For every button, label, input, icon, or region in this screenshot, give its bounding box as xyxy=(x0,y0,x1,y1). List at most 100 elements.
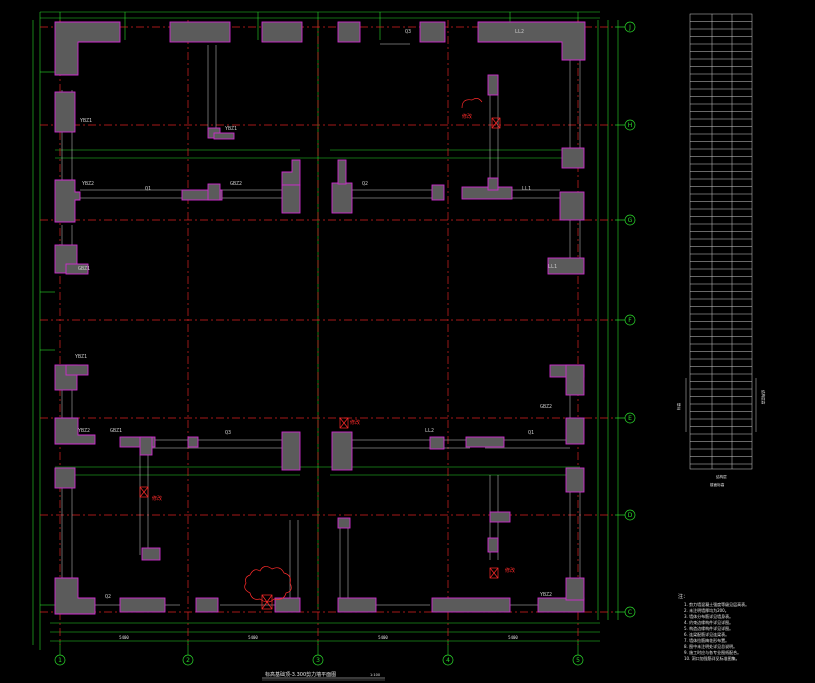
note-line: 1. 剪力墙混凝土强度等级见层高表。 xyxy=(684,601,749,607)
wall-2E-left-stub xyxy=(119,436,156,448)
wall-4G xyxy=(461,186,513,200)
axis-bubble-F xyxy=(624,314,636,326)
wall-2G-left xyxy=(181,189,223,201)
wall-2D-low xyxy=(141,547,161,561)
wall-2C-right xyxy=(195,597,219,613)
table-caption-2: 楼面标高 xyxy=(710,482,725,487)
wall-2E-mid xyxy=(187,436,199,448)
table-caption-1: 结构层 xyxy=(716,474,727,479)
wall-tag: GBZ1 xyxy=(110,428,122,434)
note-line: 3. 墙体分布筋详见墙身表。 xyxy=(684,613,733,619)
axis-label-D: D xyxy=(628,512,633,519)
wall-5E xyxy=(565,417,585,445)
axis-label-H: H xyxy=(628,122,633,129)
dim-bay-3: 5400 xyxy=(378,635,388,640)
axis-label-5: 5 xyxy=(576,657,580,664)
axis-grid xyxy=(40,20,615,645)
shear-walls xyxy=(54,21,586,615)
wall-tag: LL1 xyxy=(522,186,531,192)
wall-tag: LL1 xyxy=(548,264,557,270)
wall-5C xyxy=(537,597,585,613)
wall-3G-left xyxy=(331,182,353,214)
wall-tag: GBZ1 xyxy=(78,266,90,272)
wall-tag: Q1 xyxy=(145,186,151,192)
dim-bay-2: 5400 xyxy=(248,635,258,640)
axis-bubble-E xyxy=(624,412,636,424)
right-axis-bubbles xyxy=(615,21,636,618)
wall-5C-v xyxy=(565,577,585,601)
axis-label-2: 2 xyxy=(186,657,190,664)
bottom-dimensions: 5400 5400 5400 5400 xyxy=(119,635,518,640)
bottom-axis-bubbles xyxy=(54,654,584,666)
dimension-lines xyxy=(32,11,619,655)
wall-5G xyxy=(559,191,585,221)
notes-heading: 注： xyxy=(678,593,688,600)
wall-1G-lower-flange xyxy=(65,263,89,275)
wall-3J-left xyxy=(337,21,361,43)
wall-1E xyxy=(54,417,96,445)
wall-1D xyxy=(54,467,76,489)
wall-tag: LL2 xyxy=(425,428,434,434)
wall-1G xyxy=(54,179,81,223)
wall-2G-right xyxy=(281,184,301,214)
axis-bubble-2 xyxy=(182,654,194,666)
drawing-title-block: 标高基础顶-3.300剪力墙平面图 1:100 xyxy=(262,671,385,681)
axis-label-C: C xyxy=(628,609,632,616)
wall-2G-right-top xyxy=(281,159,301,186)
axis-bubble-H xyxy=(624,119,636,131)
wall-1E-upper-flange xyxy=(65,364,89,376)
axis-label-G: G xyxy=(628,217,633,224)
wall-tag: YBZ2 xyxy=(78,428,90,434)
wall-2G-stub xyxy=(207,183,221,201)
wall-tag: Q2 xyxy=(105,594,111,600)
wall-5D xyxy=(565,467,585,493)
axis-bubble-J xyxy=(624,21,636,33)
axis-bubble-4 xyxy=(442,654,454,666)
axis-label-4: 4 xyxy=(446,657,450,664)
axis-bubble-D xyxy=(624,509,636,521)
drawing-scale: 1:100 xyxy=(370,673,380,677)
note-line: 4. 约束边缘构件详见详图。 xyxy=(684,619,733,625)
axis-label-1: 1 xyxy=(58,657,62,664)
axis-bubble-1 xyxy=(54,654,66,666)
note-line: 5. 构造边缘构件详见详图。 xyxy=(684,625,733,631)
wall-tag: GBZ2 xyxy=(540,404,552,410)
right-axis-labels: J H G F E D C xyxy=(628,24,633,616)
wall-tag: Q3 xyxy=(405,29,411,35)
wall-1-upper xyxy=(54,91,76,133)
wall-4E xyxy=(465,436,505,448)
notes-block: 注： 1. 剪力墙混凝土强度等级见层高表。 2. 未注明墙厚均为200。 3. … xyxy=(678,593,749,661)
wall-tag: YBZ1 xyxy=(75,354,87,360)
revision-note: 修改 xyxy=(462,113,472,120)
wall-2E-right xyxy=(281,431,301,471)
floor-height-table xyxy=(685,13,757,470)
wall-tag: GBZ2 xyxy=(230,181,242,187)
wall-tag: Q1 xyxy=(528,430,534,436)
wall-corner-5J xyxy=(477,21,586,61)
revision-marks xyxy=(139,98,501,610)
axis-label-3: 3 xyxy=(316,657,320,664)
note-line: 6. 连梁配筋详见连梁表。 xyxy=(684,631,729,637)
wall-corner-1C xyxy=(54,577,96,615)
wall-2H-flange xyxy=(213,132,235,140)
wall-4H-upper xyxy=(487,74,499,96)
wall-2J-right xyxy=(261,21,303,43)
wall-4D-stub xyxy=(489,511,511,523)
wall-tag: YBZ2 xyxy=(540,592,552,598)
wall-4G-stub xyxy=(487,177,499,191)
axis-label-J: J xyxy=(628,24,631,31)
table-label-height: 结构层高 xyxy=(761,390,766,405)
wall-3J-right xyxy=(419,21,446,43)
wall-corner-1J xyxy=(54,21,121,76)
wall-tag: Q2 xyxy=(362,181,368,187)
wall-tag: YBZ1 xyxy=(80,118,92,124)
axis-bubble-G xyxy=(624,214,636,226)
wall-5G-lower xyxy=(547,257,585,275)
revision-note: 修改 xyxy=(350,419,360,426)
wall-tag: YBZ2 xyxy=(82,181,94,187)
wall-3G-right xyxy=(431,184,445,201)
wall-tag: LL2 xyxy=(515,29,524,35)
wall-3G-left-top xyxy=(337,159,347,185)
wall-3C-right xyxy=(337,597,377,613)
